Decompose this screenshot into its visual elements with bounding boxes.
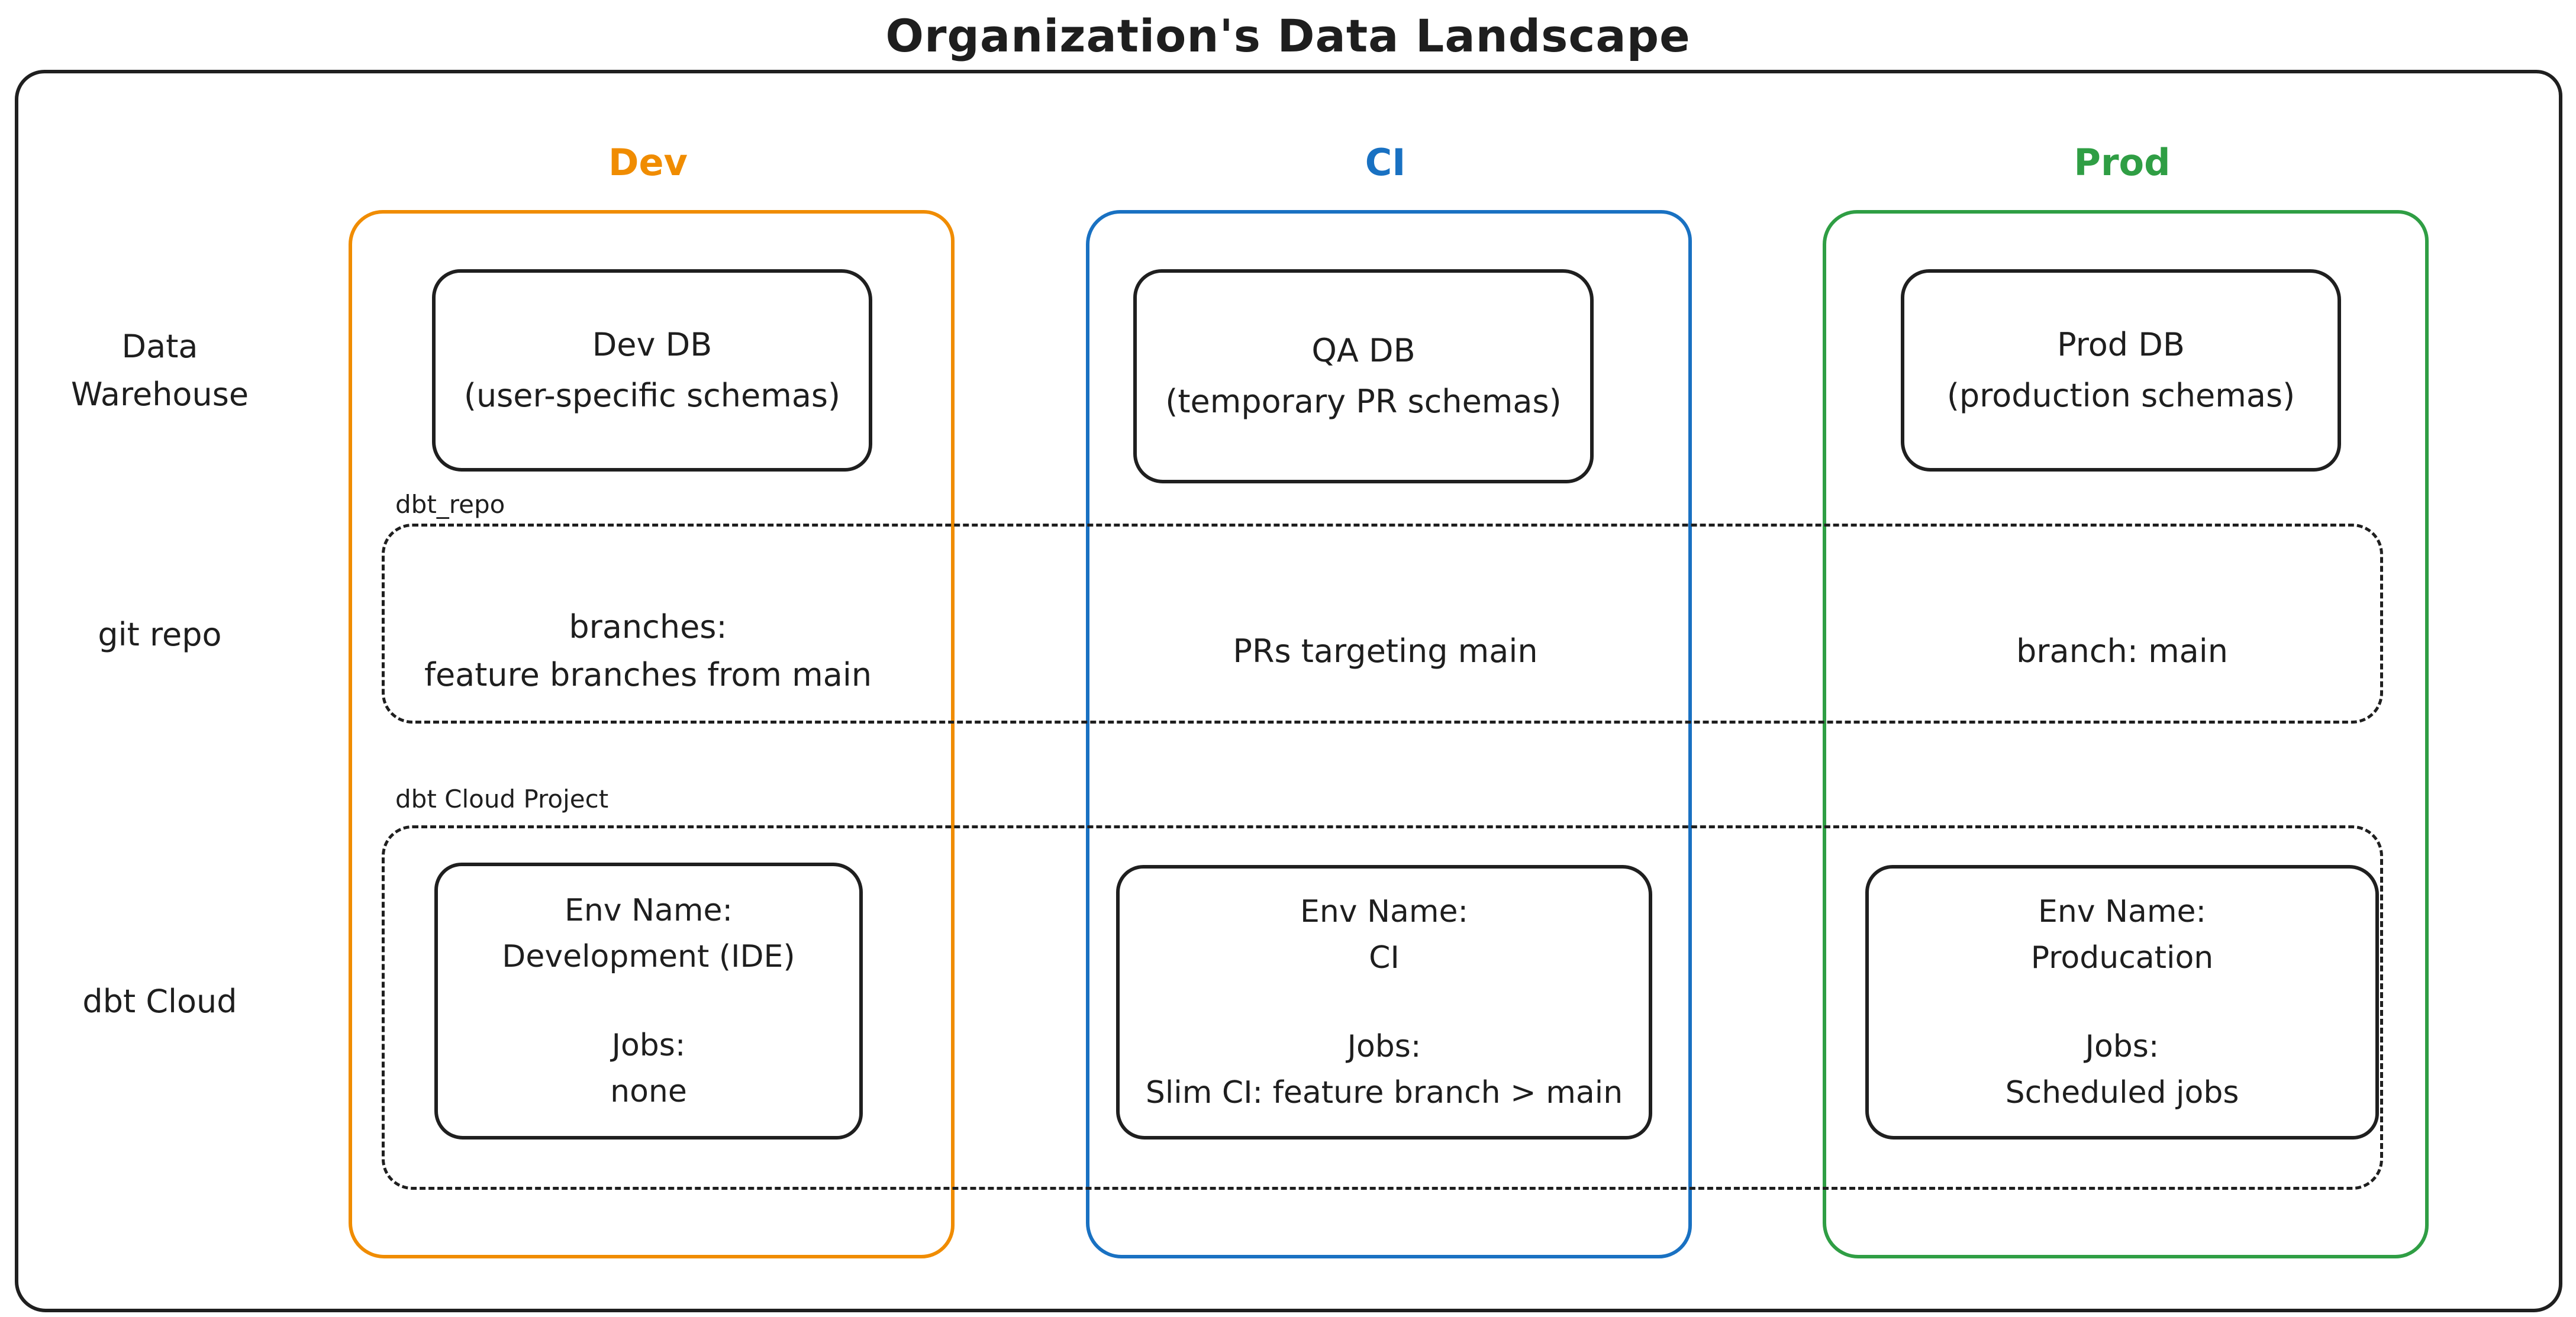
prod-column-frame xyxy=(1823,210,2429,1258)
dbt-cloud-project-label: dbt Cloud Project xyxy=(395,785,609,814)
prod-db-title: Prod DB xyxy=(2057,325,2185,363)
ci-jobs: Slim CI: feature branch > main xyxy=(1145,1075,1623,1111)
dev-env-box: Env Name: Development (IDE) Jobs: none xyxy=(434,863,863,1140)
dev-column-header: Dev xyxy=(608,141,688,184)
dev-env-name: Development (IDE) xyxy=(502,939,795,974)
prod-jobs-label: Jobs: xyxy=(2085,1029,2159,1064)
ci-env-box: Env Name: CI Jobs: Slim CI: feature bran… xyxy=(1116,865,1652,1140)
qa-db-box: QA DB (temporary PR schemas) xyxy=(1133,269,1594,483)
ci-env-name: CI xyxy=(1369,940,1400,976)
dev-jobs: none xyxy=(610,1074,687,1109)
qa-db-title: QA DB xyxy=(1311,331,1416,369)
prod-jobs: Scheduled jobs xyxy=(2005,1075,2239,1111)
row-label-git-repo: git repo xyxy=(98,616,222,653)
dbt-cloud-band xyxy=(382,825,2383,1190)
ci-git-text: PRs targeting main xyxy=(1233,632,1538,670)
dev-env-name-label: Env Name: xyxy=(564,893,733,928)
landscape-container xyxy=(15,70,2562,1312)
qa-db-subtitle: (temporary PR schemas) xyxy=(1165,383,1562,420)
prod-db-subtitle: (production schemas) xyxy=(1946,377,2295,414)
ci-env-name-label: Env Name: xyxy=(1300,894,1469,929)
row-label-data-warehouse: Data Warehouse xyxy=(70,328,249,413)
ci-jobs-label: Jobs: xyxy=(1347,1029,1421,1064)
row-label-dbt-cloud: dbt Cloud xyxy=(82,983,237,1020)
prod-db-box: Prod DB (production schemas) xyxy=(1901,269,2341,472)
ci-column-frame xyxy=(1086,210,1692,1258)
prod-env-box: Env Name: Producation Jobs: Scheduled jo… xyxy=(1865,865,2379,1140)
dev-jobs-label: Jobs: xyxy=(611,1028,686,1063)
prod-git-text: branch: main xyxy=(2016,632,2228,670)
git-repo-band xyxy=(382,524,2383,724)
diagram-title: Organization's Data Landscape xyxy=(885,9,1691,62)
dev-db-subtitle: (user-specific schemas) xyxy=(463,377,841,414)
dbt-repo-label: dbt_repo xyxy=(395,490,505,519)
dev-column-frame xyxy=(349,210,955,1258)
prod-env-name: Producation xyxy=(2030,940,2214,976)
dev-db-box: Dev DB (user-specific schemas) xyxy=(432,269,872,472)
prod-env-name-label: Env Name: xyxy=(2037,894,2207,929)
prod-column-header: Prod xyxy=(2074,141,2171,184)
dev-git-text: branches: feature branches from main xyxy=(424,608,872,693)
ci-column-header: CI xyxy=(1365,141,1406,184)
dev-db-title: Dev DB xyxy=(592,325,712,363)
